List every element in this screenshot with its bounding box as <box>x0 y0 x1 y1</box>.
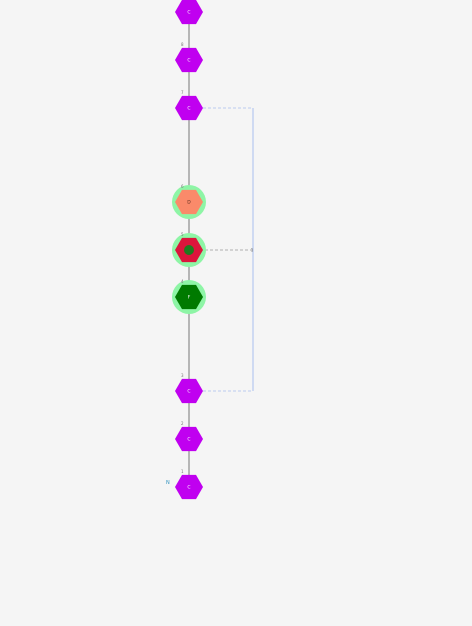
node-hexagon[interactable] <box>175 284 203 310</box>
node-hexagon[interactable] <box>175 47 203 73</box>
side-link-mark: 1 <box>251 248 254 253</box>
node-index-label: 2 <box>181 421 184 426</box>
node-label: C <box>187 389 190 395</box>
node-label: F <box>188 295 191 301</box>
strand-node[interactable]: F4 <box>172 279 206 314</box>
strand-node[interactable]: C3 <box>175 373 203 404</box>
node-index-label: 5 <box>181 232 184 237</box>
node-label: C <box>187 485 190 491</box>
node-hexagon[interactable] <box>175 95 203 121</box>
strand-node[interactable]: C8 <box>175 42 203 73</box>
node-hexagon[interactable] <box>175 0 203 25</box>
node-label: C <box>187 58 190 64</box>
strand-node[interactable]: C7 <box>175 90 203 121</box>
node-index-label: 8 <box>181 42 184 47</box>
node-label: C <box>187 10 190 16</box>
strand-node[interactable]: C1 <box>175 469 203 500</box>
node-label: D <box>187 200 191 206</box>
strand-node[interactable]: D6 <box>172 184 206 219</box>
node-hexagon[interactable] <box>175 474 203 500</box>
terminal-label: N <box>166 480 170 486</box>
node-index-label: 4 <box>181 279 184 284</box>
node-hexagon[interactable] <box>175 426 203 452</box>
node-index-label: 6 <box>181 184 184 189</box>
node-index-label: 1 <box>181 469 184 474</box>
node-hexagon[interactable] <box>175 378 203 404</box>
strand-node[interactable]: C <box>175 0 203 25</box>
node-core-dot <box>184 245 194 255</box>
node-label: C <box>187 437 190 443</box>
strand-node[interactable]: C2 <box>175 421 203 452</box>
node-hexagon[interactable] <box>175 189 203 215</box>
node-label: C <box>187 106 190 112</box>
node-index-label: 3 <box>181 373 184 378</box>
node-index-label: 7 <box>181 90 184 95</box>
strand-node[interactable]: 5 <box>172 232 206 267</box>
